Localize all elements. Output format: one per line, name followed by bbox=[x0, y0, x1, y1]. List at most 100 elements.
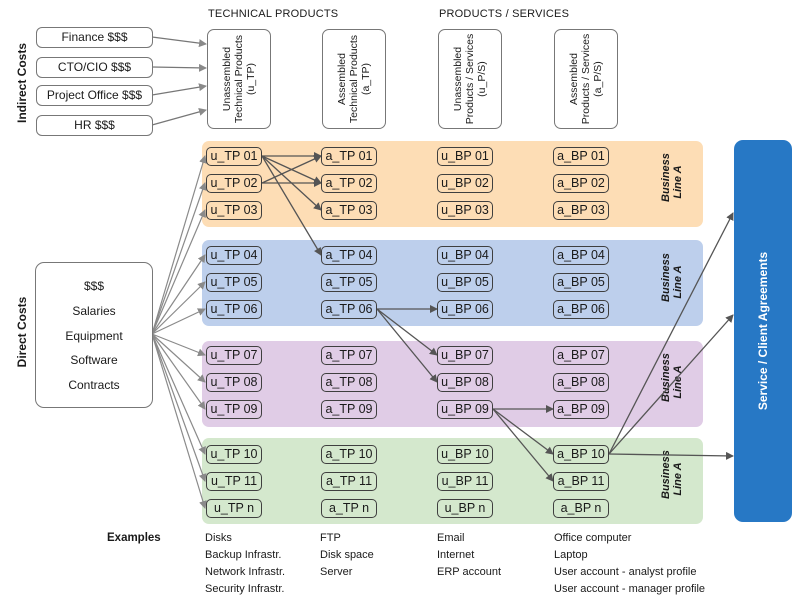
business-line-label-2: Business Line A bbox=[660, 253, 684, 302]
direct-cost-contracts: Contracts bbox=[68, 378, 120, 392]
node-u-bp-05: u_BP 05 bbox=[437, 273, 493, 292]
connector-arrow bbox=[151, 281, 206, 335]
node-u-bp-08: u_BP 08 bbox=[437, 373, 493, 392]
connector-arrow bbox=[151, 36, 207, 48]
node-u-bp-06: u_BP 06 bbox=[437, 300, 493, 319]
example-item: ERP account bbox=[437, 566, 502, 578]
header-assembled-products-services: Assembled Products / Services (a_P/S) bbox=[554, 29, 618, 129]
node-a-tp-04: a_TP 04 bbox=[321, 246, 377, 265]
connector-arrow bbox=[151, 155, 207, 335]
example-item: Backup Infrastr. bbox=[205, 549, 282, 561]
connector-arrow bbox=[151, 108, 207, 126]
example-item: Network Infrastr. bbox=[205, 566, 286, 578]
node-a-bp-08: a_BP 08 bbox=[553, 373, 609, 392]
service-client-agreements-label: Service / Client Agreements bbox=[756, 251, 770, 411]
example-item: Disk space bbox=[320, 549, 374, 561]
header-label: Assembled Products / Services (a_P/S) bbox=[568, 33, 604, 125]
node-a-tp-07: a_TP 07 bbox=[321, 346, 377, 365]
example-item: Security Infrastr. bbox=[205, 583, 285, 595]
node-u-tp-n: u_TP n bbox=[206, 499, 262, 518]
connector-arrow bbox=[151, 333, 206, 455]
connector-arrow bbox=[151, 333, 206, 383]
node-u-tp-03: u_TP 03 bbox=[206, 201, 262, 220]
node-u-tp-01: u_TP 01 bbox=[206, 147, 262, 166]
connector-arrow bbox=[151, 333, 206, 357]
direct-costs-label: Direct Costs bbox=[15, 296, 29, 368]
node-a-tp-09: a_TP 09 bbox=[321, 400, 377, 419]
node-a-tp-11: a_TP 11 bbox=[321, 472, 377, 491]
node-a-tp-08: a_TP 08 bbox=[321, 373, 377, 392]
node-u-tp-07: u_TP 07 bbox=[206, 346, 262, 365]
direct-cost-salaries: Salaries bbox=[72, 304, 116, 318]
node-u-tp-10: u_TP 10 bbox=[206, 445, 262, 464]
direct-cost-software: Software bbox=[70, 353, 118, 367]
indirect-costs-label: Indirect Costs bbox=[15, 42, 29, 123]
node-u-bp-09: u_BP 09 bbox=[437, 400, 493, 419]
example-item: Server bbox=[320, 566, 353, 578]
node-u-bp-01: u_BP 01 bbox=[437, 147, 493, 166]
node-u-bp-11: u_BP 11 bbox=[437, 472, 493, 491]
node-a-bp-01: a_BP 01 bbox=[553, 147, 609, 166]
header-label: Assembled Technical Products (a_TP) bbox=[336, 34, 372, 124]
node-a-bp-06: a_BP 06 bbox=[553, 300, 609, 319]
node-u-tp-06: u_TP 06 bbox=[206, 300, 262, 319]
node-u-tp-02: u_TP 02 bbox=[206, 174, 262, 193]
node-u-tp-05: u_TP 05 bbox=[206, 273, 262, 292]
connector-arrow bbox=[151, 83, 207, 96]
direct-costs-box: $$$ Salaries Equipment Software Contract… bbox=[35, 262, 153, 408]
example-item: Disks bbox=[205, 532, 232, 544]
header-unassembled-technical-products: Unassembled Technical Products (u_TP) bbox=[207, 29, 271, 129]
header-label: Unassembled Products / Services (u_P/S) bbox=[452, 33, 488, 125]
node-u-bp-02: u_BP 02 bbox=[437, 174, 493, 193]
connector-arrow bbox=[151, 182, 207, 335]
node-a-bp-11: a_BP 11 bbox=[553, 472, 609, 491]
indirect-cost-cto-cio: CTO/CIO $$$ bbox=[36, 57, 153, 78]
example-item: User account - manager profile bbox=[554, 583, 706, 595]
direct-cost-equipment: Equipment bbox=[65, 329, 123, 343]
node-a-bp-03: a_BP 03 bbox=[553, 201, 609, 220]
header-assembled-technical-products: Assembled Technical Products (a_TP) bbox=[322, 29, 386, 129]
connector-arrow bbox=[151, 63, 207, 72]
node-a-bp-02: a_BP 02 bbox=[553, 174, 609, 193]
examples-heading: Examples bbox=[107, 532, 161, 544]
node-u-bp-04: u_BP 04 bbox=[437, 246, 493, 265]
node-u-tp-09: u_TP 09 bbox=[206, 400, 262, 419]
node-a-bp-10: a_BP 10 bbox=[553, 445, 609, 464]
node-a-tp-n: a_TP n bbox=[321, 499, 377, 518]
indirect-cost-project-office: Project Office $$$ bbox=[36, 85, 153, 106]
node-a-tp-01: a_TP 01 bbox=[321, 147, 377, 166]
node-a-bp-n: a_BP n bbox=[553, 499, 609, 518]
products-services-title: PRODUCTS / SERVICES bbox=[439, 8, 570, 20]
node-u-bp-07: u_BP 07 bbox=[437, 346, 493, 365]
technical-products-title: TECHNICAL PRODUCTS bbox=[208, 8, 339, 20]
node-u-bp-03: u_BP 03 bbox=[437, 201, 493, 220]
indirect-cost-hr: HR $$$ bbox=[36, 115, 153, 136]
node-a-tp-03: a_TP 03 bbox=[321, 201, 377, 220]
example-item: User account - analyst profile bbox=[554, 566, 697, 578]
indirect-cost-finance: Finance $$$ bbox=[36, 27, 153, 48]
node-a-tp-06: a_TP 06 bbox=[321, 300, 377, 319]
node-a-tp-02: a_TP 02 bbox=[321, 174, 377, 193]
header-label: Unassembled Technical Products (u_TP) bbox=[221, 34, 257, 124]
connector-arrow bbox=[151, 333, 206, 410]
business-line-label-1: Business Line A bbox=[660, 153, 684, 202]
example-item: Office computer bbox=[554, 532, 632, 544]
header-unassembled-products-services: Unassembled Products / Services (u_P/S) bbox=[438, 29, 502, 129]
connector-arrow bbox=[151, 333, 207, 509]
example-item: Internet bbox=[437, 549, 475, 561]
node-u-bp-n: u_BP n bbox=[437, 499, 493, 518]
example-item: Laptop bbox=[554, 549, 588, 561]
service-client-agreements-bar: Service / Client Agreements bbox=[734, 140, 792, 522]
business-line-label-4: Business Line A bbox=[660, 450, 684, 499]
connector-arrow bbox=[151, 308, 206, 335]
node-a-tp-10: a_TP 10 bbox=[321, 445, 377, 464]
node-a-tp-05: a_TP 05 bbox=[321, 273, 377, 292]
connector-arrow bbox=[151, 254, 206, 335]
business-line-label-3: Business Line A bbox=[660, 353, 684, 402]
example-item: FTP bbox=[320, 532, 341, 544]
connector-arrow bbox=[151, 333, 207, 482]
node-a-bp-04: a_BP 04 bbox=[553, 246, 609, 265]
node-u-tp-11: u_TP 11 bbox=[206, 472, 262, 491]
node-a-bp-09: a_BP 09 bbox=[553, 400, 609, 419]
node-a-bp-07: a_BP 07 bbox=[553, 346, 609, 365]
